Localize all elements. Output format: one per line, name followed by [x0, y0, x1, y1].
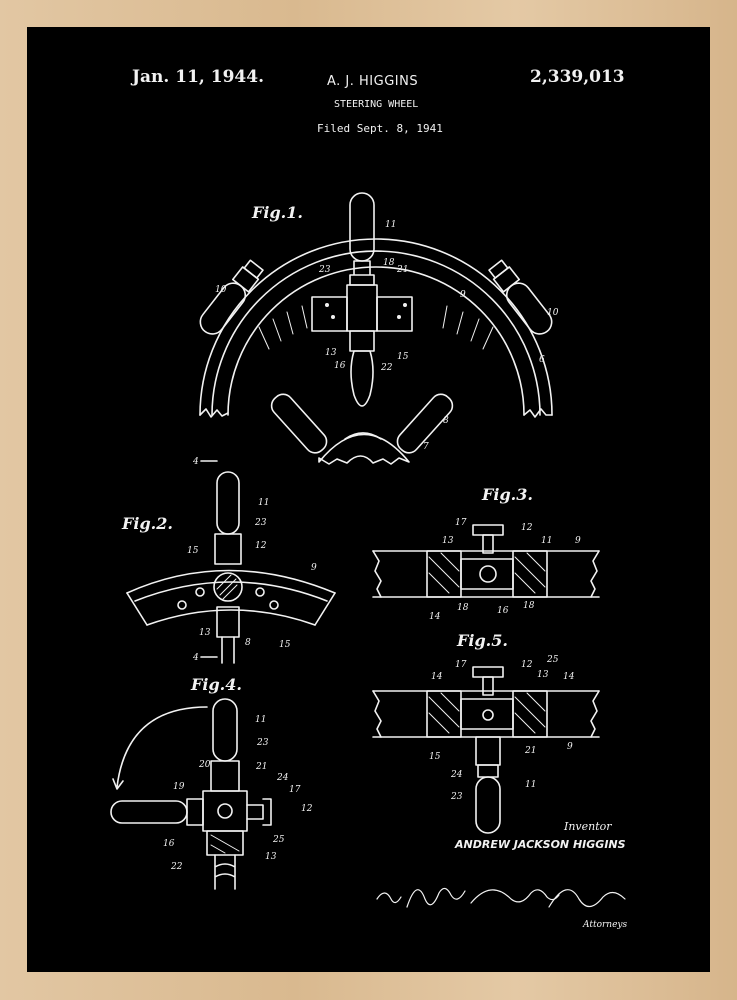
ref-12: 12 — [301, 804, 313, 814]
ref-16: 16 — [334, 361, 346, 371]
ref-19: 19 — [173, 782, 185, 792]
ref-4-top: 4 — [192, 457, 199, 467]
fig5-label: Fig.5. — [457, 631, 508, 650]
ref-12: 12 — [521, 523, 533, 533]
ref-24: 24 — [276, 773, 289, 783]
ref-9: 9 — [311, 563, 317, 573]
ref-11: 11 — [255, 715, 266, 725]
ref-25: 25 — [272, 835, 285, 845]
ref-22: 22 — [170, 862, 183, 872]
ref-20: 20 — [198, 760, 211, 770]
fig4-side-drawing: 11 23 20 21 24 19 17 12 16 25 22 13 — [110, 698, 313, 890]
ref-11: 11 — [385, 220, 396, 230]
ref-21: 21 — [255, 762, 267, 772]
ref-18-right: 18 — [523, 601, 535, 611]
patent-poster: Jan. 11, 1944. A. J. HIGGINS 2,339,013 S… — [27, 27, 710, 972]
ref-21: 21 — [396, 265, 408, 275]
ref-14: 14 — [429, 612, 441, 622]
ref-22: 22 — [380, 363, 393, 373]
attorney-signature — [376, 887, 626, 908]
ref-6: 6 — [539, 355, 545, 365]
fig1-steering-wheel-drawing: 11 23 18 21 10 9 10 6 13 16 22 15 8 7 — [199, 192, 559, 465]
ref-13: 13 — [537, 670, 549, 680]
inventor-header: A. J. HIGGINS — [327, 74, 419, 89]
ref-8: 8 — [443, 416, 449, 426]
patent-number: 2,339,013 — [530, 67, 625, 87]
fig3-section-drawing: 17 12 13 11 9 14 18 16 18 — [372, 518, 600, 622]
ref-15: 15 — [397, 352, 409, 362]
inventor-name: ANDREW JACKSON HIGGINS — [455, 838, 626, 851]
ref-14-right: 14 — [563, 672, 575, 682]
ref-11: 11 — [525, 780, 536, 790]
ref-23: 23 — [256, 738, 269, 748]
ref-17: 17 — [455, 660, 467, 670]
ref-11: 11 — [541, 536, 552, 546]
ref-21: 21 — [524, 746, 536, 756]
ref-15-right: 15 — [279, 640, 291, 650]
ref-13: 13 — [325, 348, 337, 358]
ref-10-right: 10 — [547, 308, 559, 318]
fig3-label: Fig.3. — [482, 485, 533, 504]
ref-23: 23 — [450, 792, 463, 802]
ref-16: 16 — [163, 839, 175, 849]
ref-23: 23 — [318, 265, 331, 275]
fig2-hub-front-drawing: 4 11 23 12 15 9 13 8 15 4 — [126, 457, 336, 664]
patent-date: Jan. 11, 1944. — [132, 67, 264, 87]
ref-15-left: 15 — [187, 546, 199, 556]
ref-4-bottom: 4 — [192, 653, 199, 663]
ref-12: 12 — [521, 660, 533, 670]
ref-7: 7 — [423, 442, 429, 452]
fig4-label: Fig.4. — [191, 675, 242, 694]
ref-14-left: 14 — [431, 672, 443, 682]
ref-15: 15 — [429, 752, 441, 762]
fig2-label: Fig.2. — [122, 514, 173, 533]
inventor-label: Inventor — [564, 820, 612, 833]
ref-18-left: 18 — [457, 603, 469, 613]
fig1-label: Fig.1. — [252, 203, 303, 222]
ref-9: 9 — [575, 536, 581, 546]
attorneys-label: Attorneys — [583, 920, 628, 930]
ref-18: 18 — [383, 258, 395, 268]
filed-date: Filed Sept. 8, 1941 — [317, 122, 443, 135]
ref-9: 9 — [567, 742, 573, 752]
ref-8: 8 — [245, 638, 251, 648]
patent-drawings: 11 23 18 21 10 9 10 6 13 16 22 15 8 7 — [110, 192, 626, 908]
ref-17: 17 — [455, 518, 467, 528]
patent-title: STEERING WHEEL — [334, 99, 419, 110]
ref-16: 16 — [497, 606, 509, 616]
ref-9: 9 — [460, 290, 466, 300]
ref-13: 13 — [265, 852, 277, 862]
ref-13: 13 — [442, 536, 454, 546]
ref-13: 13 — [199, 628, 211, 638]
ref-11: 11 — [258, 498, 269, 508]
ref-10-left: 10 — [215, 285, 227, 295]
ref-17: 17 — [289, 785, 301, 795]
ref-23: 23 — [254, 518, 267, 528]
ref-24: 24 — [450, 770, 463, 780]
ref-25: 25 — [546, 655, 559, 665]
ref-12: 12 — [255, 541, 267, 551]
fig5-section-drawing: 17 12 25 13 14 14 15 21 9 24 23 11 — [372, 655, 600, 834]
